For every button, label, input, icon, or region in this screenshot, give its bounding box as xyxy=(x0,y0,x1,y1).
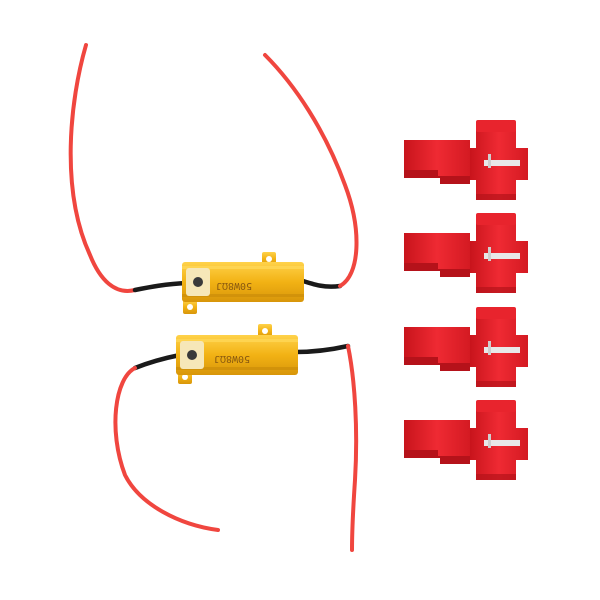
resistor-2-left-red-wire xyxy=(113,366,220,532)
tap-connector-icon xyxy=(404,307,528,387)
resistor-2: 50W8ΩJ xyxy=(176,324,298,384)
resistor-1-right-red-wire xyxy=(263,53,359,288)
resistor-1-label: 50W8ΩJ xyxy=(216,280,252,291)
resistor-2-body xyxy=(176,335,298,375)
resistor-2-wires xyxy=(113,343,359,552)
resistor-1-left-black-wire xyxy=(132,280,191,293)
tap-connector-icon xyxy=(404,400,528,480)
resistor-1: 50W8ΩJ xyxy=(182,252,304,314)
resistor-2-right-black-wire xyxy=(293,343,351,355)
resistor-1-right-black-wire xyxy=(297,277,343,289)
resistor-2-right-red-wire xyxy=(346,344,359,552)
resistor-2-left-black-wire xyxy=(132,352,183,371)
tap-connector-icon xyxy=(404,213,528,293)
resistor-1-wires xyxy=(68,43,359,293)
connector-stack xyxy=(404,120,528,480)
tap-connector-icon xyxy=(404,120,528,200)
resistor-1-body xyxy=(182,262,304,302)
resistor-2-label: 50W8ΩJ xyxy=(214,353,250,364)
resistor-1-left-red-wire xyxy=(68,43,137,293)
